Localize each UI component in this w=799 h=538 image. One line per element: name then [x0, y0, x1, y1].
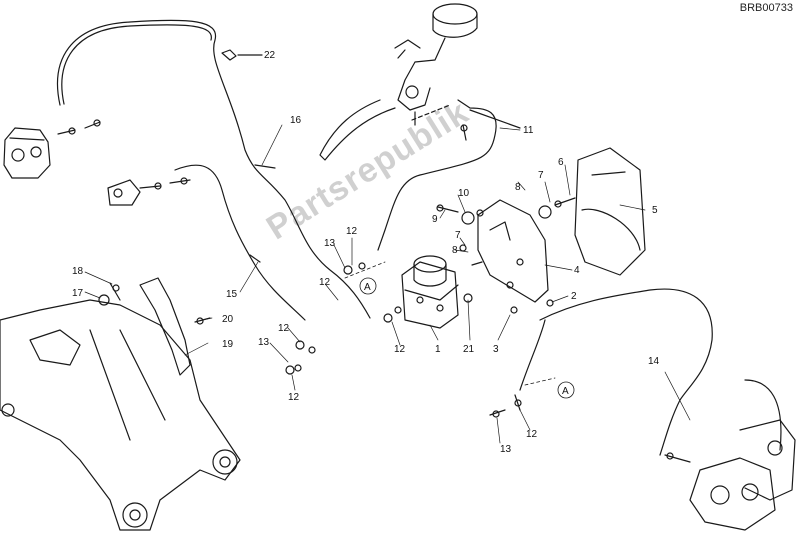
label-21: 21	[463, 344, 475, 355]
label-7-mid: 7	[455, 230, 461, 241]
brake-line-16	[56, 19, 371, 319]
label-11: 11	[523, 125, 534, 136]
label-5: 5	[652, 205, 658, 216]
label-8-mid: 8	[452, 245, 458, 256]
label-19: 19	[222, 339, 234, 350]
rear-master-cylinder	[107, 164, 306, 321]
bracket-19	[139, 277, 211, 376]
small-parts	[436, 197, 576, 252]
brake-line-11	[377, 99, 521, 251]
label-18: 18	[72, 266, 84, 277]
label-9: 9	[432, 214, 438, 225]
label-1: 1	[435, 344, 441, 355]
brake-line-14	[489, 288, 713, 456]
label-3: 3	[493, 344, 499, 355]
label-7-top: 7	[538, 170, 544, 181]
label-13-lower: 13	[258, 337, 270, 348]
label-A-right: A	[562, 386, 569, 397]
label-12-mid: 12	[319, 277, 331, 288]
label-12-upper: 12	[346, 226, 358, 237]
bracket-4	[471, 199, 549, 303]
label-15: 15	[226, 289, 238, 300]
label-6: 6	[558, 157, 564, 168]
label-12-lower: 12	[288, 392, 300, 403]
label-14: 14	[648, 356, 660, 367]
reference-arrows	[344, 261, 575, 399]
clip-22	[221, 49, 263, 61]
fasteners-17-18	[98, 282, 121, 306]
label-12-abs: 12	[394, 344, 406, 355]
label-12-right: 12	[526, 429, 538, 440]
label-16: 16	[290, 115, 302, 126]
label-A-left: A	[364, 282, 371, 293]
master-cylinder	[319, 3, 478, 161]
leader-lines	[84, 124, 691, 444]
label-20: 20	[222, 314, 234, 325]
front-calipers-right	[664, 379, 796, 531]
label-2: 2	[571, 291, 577, 302]
front-caliper-left	[3, 119, 101, 179]
label-8-top: 8	[515, 182, 521, 193]
label-13-upper: 13	[324, 238, 336, 249]
diagram-code: BRB00733	[739, 2, 793, 14]
label-10: 10	[458, 188, 470, 199]
label-4: 4	[574, 265, 580, 276]
abs-unit	[401, 255, 459, 329]
label-13-right: 13	[500, 444, 512, 455]
label-22: 22	[264, 50, 276, 61]
swingarm	[0, 299, 241, 531]
cover-5	[574, 147, 646, 276]
label-12-left: 12	[278, 323, 290, 334]
label-17: 17	[72, 288, 84, 299]
